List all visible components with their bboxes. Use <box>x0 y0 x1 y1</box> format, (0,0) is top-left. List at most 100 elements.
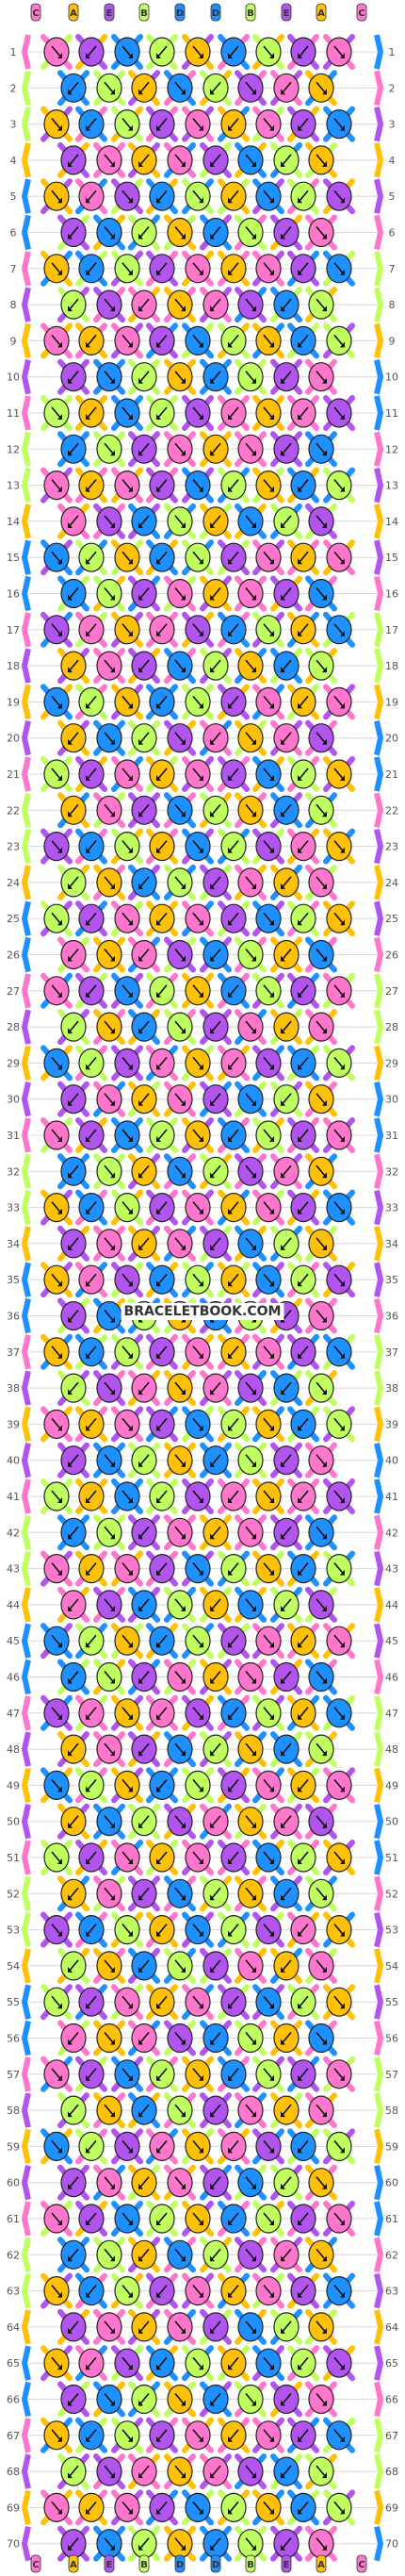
strand-label-pill <box>138 2554 150 2573</box>
arrow-down-left-icon <box>86 1201 97 1214</box>
arrow-down-right-icon <box>122 1417 133 1431</box>
row-label-right: 40 <box>385 1455 398 1467</box>
arrow-down-right-icon <box>51 840 62 853</box>
arrow-down-left-icon <box>68 1742 79 1757</box>
arrow-down-right-icon <box>104 1164 115 1179</box>
arrow-down-right-icon <box>263 1273 274 1287</box>
arrow-down-left-icon <box>228 1056 239 1070</box>
row-label-left: 58 <box>7 2105 20 2117</box>
strand-label-pill <box>245 2554 256 2573</box>
edge-strand-right <box>374 34 384 70</box>
arrow-down-right-icon <box>263 334 274 348</box>
arrow-down-right-icon <box>104 2104 115 2118</box>
row-label-left: 62 <box>7 2249 20 2261</box>
arrow-down-left-icon <box>298 2429 309 2442</box>
arrow-down-right-icon <box>174 876 186 889</box>
edge-strand-right <box>374 1478 384 1514</box>
edge-strand-left <box>21 1875 31 1911</box>
strand-label: D <box>212 2560 219 2570</box>
edge-strand-right <box>374 1587 384 1623</box>
arrow-down-left-icon <box>281 154 292 167</box>
arrow-down-left-icon <box>86 2139 97 2154</box>
edge-strand-left <box>21 1659 31 1695</box>
arrow-down-left-icon <box>281 2465 292 2479</box>
arrow-down-right-icon <box>104 2392 115 2406</box>
arrow-down-right-icon <box>333 1490 345 1503</box>
edge-strand-right <box>374 287 384 322</box>
strand-label: D <box>176 2560 184 2570</box>
arrow-down-right-icon <box>174 1526 186 1540</box>
row-label-left: 16 <box>7 588 20 601</box>
arrow-down-right-icon <box>104 1598 115 1611</box>
arrow-down-left-icon <box>86 1995 97 2009</box>
arrow-down-right-icon <box>316 1164 327 1179</box>
arrow-down-left-icon <box>86 2285 97 2298</box>
arrow-down-right-icon <box>333 2139 345 2154</box>
arrow-down-right-icon <box>245 2537 256 2551</box>
arrow-down-left-icon <box>86 1490 97 1503</box>
strand-label: B <box>140 2560 148 2570</box>
arrow-down-right-icon <box>104 1742 115 1757</box>
arrow-down-right-icon <box>51 190 62 204</box>
arrow-down-right-icon <box>104 1454 115 1467</box>
row-label-left: 47 <box>7 1708 20 1720</box>
arrow-down-right-icon <box>333 479 345 492</box>
row-label-right: 41 <box>385 1491 398 1503</box>
arrow-down-right-icon <box>245 1164 256 1179</box>
arrow-down-left-icon <box>210 2104 221 2118</box>
arrow-down-right-icon <box>122 190 133 204</box>
arrow-down-right-icon <box>122 1490 133 1503</box>
arrow-down-right-icon <box>316 803 327 817</box>
row-label-left: 51 <box>7 1852 20 1864</box>
row-label-right: 65 <box>385 2357 398 2370</box>
arrow-down-left-icon <box>281 2320 292 2334</box>
edge-strand-left <box>21 1948 31 1984</box>
arrow-down-left-icon <box>228 1778 239 1792</box>
row-label-right: 15 <box>385 552 398 564</box>
row-label-right: 51 <box>385 1852 398 1864</box>
arrow-down-right-icon <box>316 2537 327 2551</box>
arrow-down-right-icon <box>174 803 186 817</box>
arrow-down-left-icon <box>86 1634 97 1648</box>
arrow-down-left-icon <box>68 1959 79 1973</box>
arrow-down-right-icon <box>316 1887 327 1901</box>
arrow-down-right-icon <box>51 1273 62 1287</box>
arrow-down-right-icon <box>192 1562 203 1576</box>
arrow-down-right-icon <box>51 623 62 636</box>
edge-strand-left <box>21 720 31 756</box>
edge-strand-left <box>21 2526 31 2562</box>
row-label-left: 10 <box>7 372 20 384</box>
edge-strand-right <box>374 2526 384 2562</box>
arrow-down-right-icon <box>104 298 115 312</box>
edge-strand-left <box>21 828 31 865</box>
row-label-left: 41 <box>7 1491 20 1503</box>
row-label-left: 28 <box>7 1021 20 1033</box>
arrow-down-right-icon <box>263 984 274 998</box>
arrow-down-left-icon <box>68 81 79 95</box>
arrow-down-left-icon <box>138 1093 150 1106</box>
arrow-down-left-icon <box>210 2248 221 2262</box>
row-label-left: 33 <box>7 1202 20 1214</box>
row-label-right: 34 <box>385 1238 398 1250</box>
edge-strand-right <box>374 1550 384 1587</box>
arrow-down-right-icon <box>122 2501 133 2515</box>
arrow-down-right-icon <box>316 1815 327 1828</box>
strand-label-pill <box>356 3 367 22</box>
arrow-down-left-icon <box>298 1995 309 2009</box>
arrow-down-right-icon <box>174 2031 186 2045</box>
arrow-down-right-icon <box>192 623 203 636</box>
arrow-down-left-icon <box>86 1346 97 1359</box>
arrow-down-left-icon <box>298 1273 309 1287</box>
arrow-down-left-icon <box>68 948 79 962</box>
arrow-down-right-icon <box>51 551 62 565</box>
arrow-down-right-icon <box>122 1924 133 1937</box>
edge-strand-right <box>374 1334 384 1370</box>
arrow-down-left-icon <box>228 695 239 709</box>
arrow-down-left-icon <box>138 2537 150 2551</box>
arrow-down-left-icon <box>68 2320 79 2334</box>
arrow-down-left-icon <box>138 1742 150 1757</box>
watermark-background <box>121 1303 284 1320</box>
arrow-down-right-icon <box>104 1815 115 1828</box>
arrow-down-left-icon <box>156 406 168 420</box>
